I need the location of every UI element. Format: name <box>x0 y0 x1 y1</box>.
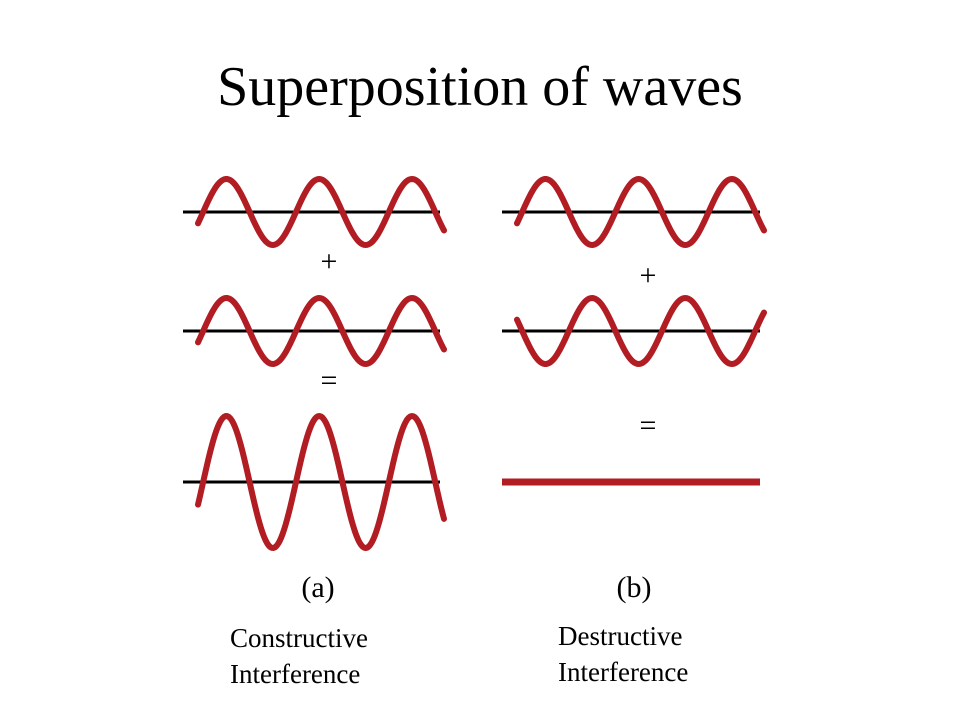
panel-b-caption-line2: Interference <box>558 657 689 687</box>
panel-a-plus-symbol: + <box>320 245 338 278</box>
panel-a-caption-line2: Interference <box>230 659 361 689</box>
panel-a-graphics <box>183 175 447 552</box>
panel-a-caption-line1: Constructive <box>230 623 368 653</box>
panel-a-wave1 <box>195 175 447 249</box>
panel-b-label: (b) <box>616 571 652 604</box>
panel-a-result-wave <box>195 412 447 552</box>
panel-b-plus-symbol: + <box>639 259 657 292</box>
panel-b-graphics <box>502 175 767 486</box>
panel-a-wave2 <box>195 294 447 368</box>
panel-b-wave1 <box>514 175 767 249</box>
panel-b-wave2 <box>514 294 767 368</box>
panel-a-equals-symbol: = <box>320 364 338 397</box>
panel-b-caption-line1: Destructive <box>558 621 683 651</box>
panel-b-equals-symbol: = <box>639 409 657 442</box>
slide-title: Superposition of waves <box>217 56 743 118</box>
panel-a-label: (a) <box>301 571 335 604</box>
